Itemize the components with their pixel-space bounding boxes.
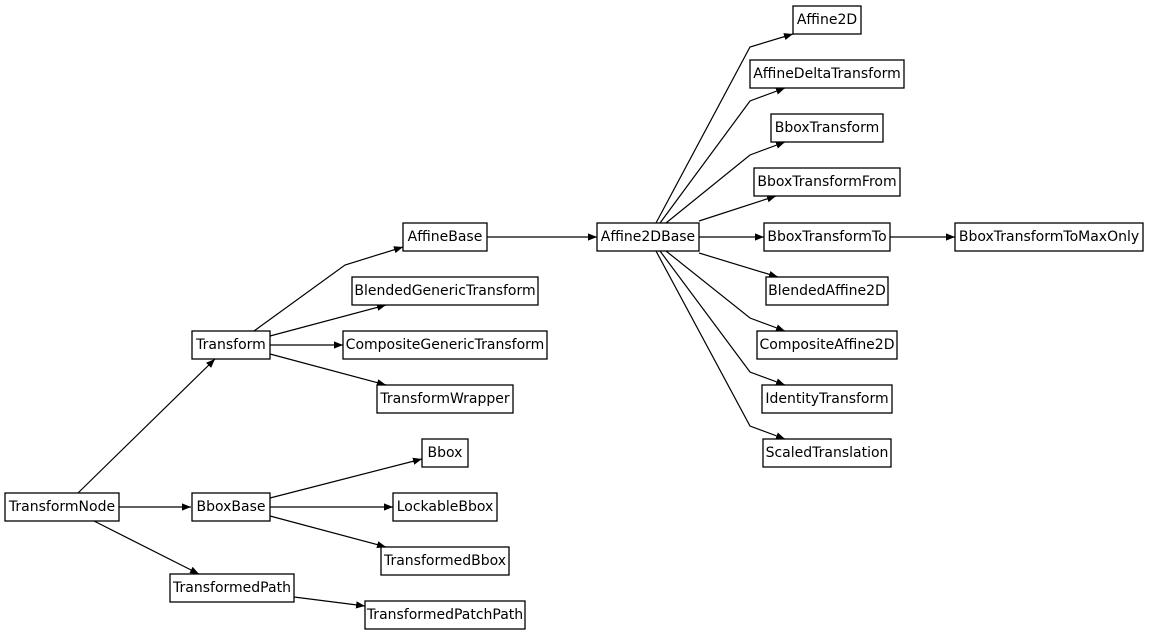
- node-box: [792, 5, 862, 35]
- node-label: CompositeGenericTransform: [346, 337, 545, 353]
- node-box: [762, 438, 892, 468]
- edge-bboxbase-to-transformedbbox: [269, 515, 387, 549]
- node-box: [765, 276, 889, 306]
- node-label: BboxTransform: [775, 120, 880, 136]
- edge-affine2dbase-to-affine2d: [655, 33, 794, 224]
- node-transformwrapper: TransformWrapper: [376, 384, 514, 414]
- node-affinedeltatransform: AffineDeltaTransform: [749, 59, 905, 89]
- node-bboxtransformtomaxonly: BboxTransformToMaxOnly: [954, 222, 1144, 252]
- edge-transform-to-affinebase: [253, 246, 404, 332]
- node-label: AffineBase: [408, 229, 483, 245]
- node-bboxtransformfrom: BboxTransformFrom: [753, 167, 901, 197]
- edge-affine2dbase-to-bboxtransformfrom: [698, 195, 777, 222]
- edge-transform-to-transformwrapper: [269, 353, 387, 387]
- edge-bboxbase-to-bbox: [269, 457, 423, 499]
- node-label: BlendedAffine2D: [768, 283, 886, 299]
- node-label: TransformedBbox: [383, 553, 506, 569]
- node-box: [392, 492, 498, 522]
- node-affine2dbase: Affine2DBase: [596, 222, 700, 252]
- node-label: TransformedPath: [172, 580, 291, 596]
- node-label: BboxTransformFrom: [757, 174, 896, 190]
- node-box: [4, 492, 120, 522]
- node-transformedpatchpath: TransformedPatchPath: [364, 600, 526, 630]
- node-box: [761, 384, 893, 414]
- node-affinebase: AffineBase: [402, 222, 488, 252]
- node-box: [376, 384, 514, 414]
- node-transformnode: TransformNode: [4, 492, 120, 522]
- node-transformedpath: TransformedPath: [169, 573, 295, 603]
- node-box: [954, 222, 1144, 252]
- edge-affine2dbase-to-scaledtranslation: [655, 250, 786, 440]
- node-label: Bbox: [428, 445, 463, 461]
- node-label: BlendedGenericTransform: [354, 283, 535, 299]
- node-box: [169, 573, 295, 603]
- node-label: TransformedPatchPath: [366, 607, 523, 623]
- node-box: [756, 330, 898, 360]
- node-bboxtransform: BboxTransform: [770, 113, 884, 143]
- node-transform: Transform: [191, 330, 271, 360]
- node-blendedgenerictransform: BlendedGenericTransform: [351, 276, 539, 306]
- edges-layer: [77, 33, 955, 609]
- node-lockablebbox: LockableBbox: [392, 492, 498, 522]
- edge-affine2dbase-to-compositeaffine2d: [665, 250, 786, 332]
- node-bboxtransformto: BboxTransformTo: [763, 222, 891, 252]
- node-label: BboxTransformTo: [767, 229, 886, 245]
- node-label: TransformNode: [8, 499, 115, 515]
- node-compositeaffine2d: CompositeAffine2D: [756, 330, 898, 360]
- edge-transform-to-blendedgenerictransform: [269, 303, 387, 337]
- edge-transformnode-to-transform: [77, 358, 216, 494]
- node-box: [191, 330, 271, 360]
- node-label: BboxBase: [196, 499, 265, 515]
- node-box: [753, 167, 901, 197]
- nodes-layer: TransformNode TransformBboxBaseTransforme…: [4, 5, 1144, 630]
- node-label: IdentityTransform: [765, 391, 888, 407]
- node-scaledtranslation: ScaledTranslation: [762, 438, 892, 468]
- edge-affine2dbase-to-blendedaffine2d: [698, 252, 779, 278]
- node-box: [763, 222, 891, 252]
- node-label: TransformWrapper: [379, 391, 510, 407]
- node-affine2d: Affine2D: [792, 5, 862, 35]
- node-label: ScaledTranslation: [766, 445, 889, 461]
- node-bbox: Bbox: [421, 438, 469, 468]
- node-label: CompositeAffine2D: [759, 337, 894, 353]
- node-box: [351, 276, 539, 306]
- node-box: [380, 546, 510, 576]
- node-box: [191, 492, 271, 522]
- node-label: BboxTransformToMaxOnly: [959, 229, 1139, 245]
- node-identitytransform: IdentityTransform: [761, 384, 893, 414]
- edge-affine2dbase-to-affinedeltatransform: [659, 87, 786, 224]
- node-box: [364, 600, 526, 630]
- node-box: [770, 113, 884, 143]
- node-box: [421, 438, 469, 468]
- node-blendedaffine2d: BlendedAffine2D: [765, 276, 889, 306]
- node-label: Transform: [195, 337, 266, 353]
- node-box: [402, 222, 488, 252]
- edge-transformnode-to-transformedpath: [93, 520, 200, 575]
- edge-affine2dbase-to-bboxtransform: [665, 141, 786, 224]
- edge-transformedpath-to-transformedpatchpath: [293, 596, 366, 609]
- node-box: [749, 59, 905, 89]
- node-box: [342, 330, 548, 360]
- node-bboxbase: BboxBase: [191, 492, 271, 522]
- node-label: LockableBbox: [397, 499, 494, 515]
- edge-affine2dbase-to-identitytransform: [659, 250, 786, 386]
- node-transformedbbox: TransformedBbox: [380, 546, 510, 576]
- node-label: Affine2DBase: [601, 229, 695, 245]
- node-label: AffineDeltaTransform: [753, 66, 901, 82]
- node-label: Affine2D: [797, 12, 857, 28]
- node-compositegenerictransform: CompositeGenericTransform: [342, 330, 548, 360]
- node-box: [596, 222, 700, 252]
